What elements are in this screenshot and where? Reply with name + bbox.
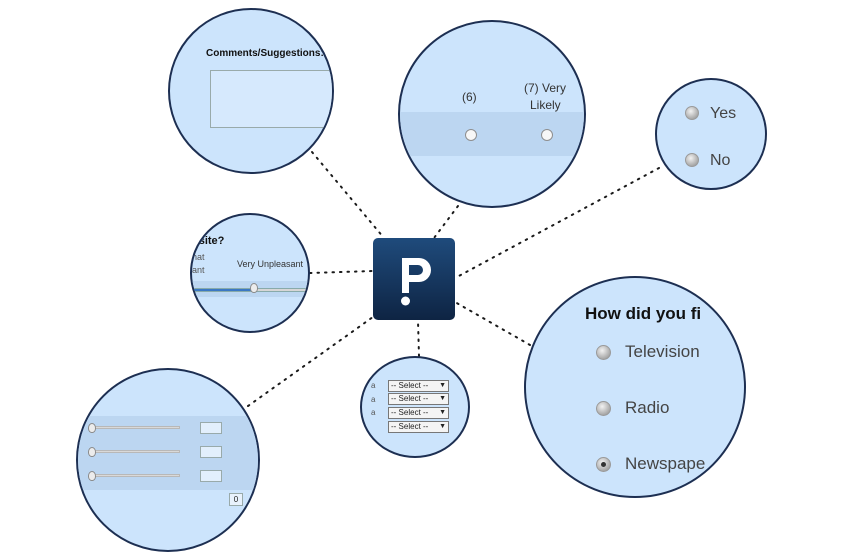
likert-radio-7[interactable] [541,129,553,141]
comments-bubble: Comments/Suggestions: [168,8,334,174]
source-question-bubble: How did you fi Television Radio Newspape [524,276,746,498]
select-dropdown-3[interactable]: -- Select -- ▼ [388,407,449,419]
likert-option-7-label-line1: (7) Very [524,81,567,95]
no-label: No [710,152,731,169]
slider-question-fragment: bsite? [192,235,225,247]
question-mark-logo-icon [401,258,431,306]
slider-right-label: Very Unpleasant [237,259,304,269]
slider-track-3[interactable] [90,474,180,477]
newspaper-label: Newspape [625,454,706,473]
radio-label: Radio [625,398,670,417]
select-dropdown-1[interactable]: -- Select -- ▼ [388,380,449,392]
connector-selects [417,320,420,357]
dropdown-arrow-icon: ▼ [439,382,446,389]
source-question-title: How did you fi [585,304,702,323]
slider-question-bubble: bsite? hat ant Very Unpleasant [190,213,310,333]
slider-panel-bubble: 0 [76,368,260,552]
slider-knob-1[interactable] [88,423,96,433]
select-value: -- Select -- [391,394,429,403]
slider-value-box-1[interactable] [200,422,222,434]
yes-radio[interactable] [685,106,699,120]
television-label: Television [625,342,700,361]
likert-option-7-label-line2: Likely [530,98,561,112]
slider-value-box-2[interactable] [200,446,222,458]
dropdown-arrow-icon: ▼ [439,423,446,430]
likert-radio-6[interactable] [465,129,477,141]
connector-slider-panel [247,311,381,407]
select-dropdown-4[interactable]: -- Select -- ▼ [388,421,449,433]
connector-slider [309,270,374,274]
slider-left-label-line1: hat [192,252,205,262]
slider-left-label-line2: ant [192,265,205,275]
slider-knob-3[interactable] [88,471,96,481]
dropdown-arrow-icon: ▼ [439,395,446,402]
newspaper-radio[interactable] [596,457,611,472]
slider-track-1[interactable] [90,426,180,429]
likert-option-6-label: (6) [462,90,477,104]
slider-total-value: 0 [233,495,239,504]
slider-total-box: 0 [229,493,243,506]
select-value: -- Select -- [391,408,429,417]
likert-bubble: (6) (7) Very Likely [398,20,586,208]
select-value: -- Select -- [391,381,429,390]
dropdown-arrow-icon: ▼ [439,409,446,416]
comments-textarea[interactable] [210,70,332,128]
slider-value-box-3[interactable] [200,470,222,482]
slider-knob[interactable] [250,283,258,293]
select-side-letter: a [371,408,376,417]
connector-yesno [456,167,660,278]
slider-knob-2[interactable] [88,447,96,457]
radio-radio[interactable] [596,401,611,416]
select-side-letter: a [371,381,376,390]
comments-label: Comments/Suggestions: [206,48,324,59]
select-dropdown-2[interactable]: -- Select -- ▼ [388,393,449,405]
select-side-letter: a [371,395,376,404]
connector-source [454,301,531,346]
yes-no-bubble: Yes No [655,78,767,190]
select-value: -- Select -- [391,422,429,431]
connector-likert [433,205,459,239]
yes-label: Yes [710,105,737,122]
no-radio[interactable] [685,153,699,167]
likert-row-band [400,112,584,156]
slider-track-2[interactable] [90,450,180,453]
logo [373,238,455,320]
connector-comments [311,151,385,239]
television-radio[interactable] [596,345,611,360]
